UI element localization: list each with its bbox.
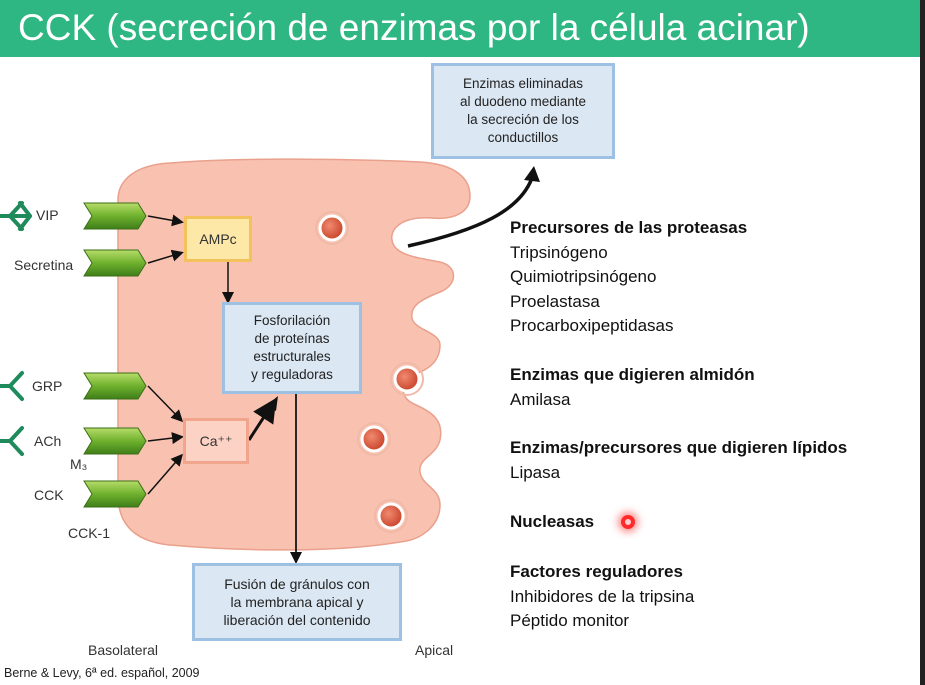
window-edge [920, 0, 925, 685]
list-item: Proelastasa [510, 291, 600, 311]
page-title: CCK (secreción de enzimas por la célula … [18, 7, 810, 48]
label-grp: GRP [32, 378, 63, 394]
title-bar: CCK (secreción de enzimas por la célula … [0, 0, 920, 57]
list-item: Procarboxipeptidasas [510, 316, 674, 335]
label-basolateral: Basolateral [88, 642, 159, 658]
label-m3: M₃ [70, 456, 88, 472]
zymogen-granule [360, 425, 388, 453]
group-lipidos: Enzimas/precursores que digieren lípidos… [510, 436, 847, 485]
arrow-ca-fosforilacion [247, 397, 277, 441]
arrow-vip-ampc [147, 214, 184, 227]
label-vip: VIP [36, 207, 59, 223]
citation: Berne & Levy, 6ª ed. español, 2009 [4, 666, 200, 680]
heading-almidon: Enzimas que digieren almidón [510, 365, 755, 384]
arrow-grp-ca [147, 385, 184, 423]
list-item: Lipasa [510, 462, 561, 482]
receptor-cck1 [83, 480, 147, 508]
zymogen-granule [377, 502, 405, 530]
box-ca: Ca⁺⁺ [183, 418, 249, 464]
heading-proteasas: Precursores de las proteasas [510, 218, 748, 237]
label-secretina: Secretina [14, 257, 74, 273]
group-reguladores: Factores reguladores Inhibidores de la t… [510, 560, 694, 634]
receptor-m3 [83, 427, 147, 455]
list-item: Péptido monitor [510, 611, 630, 630]
receptor-grp [83, 372, 147, 400]
zymogen-granule [393, 365, 421, 393]
receptor-secretina [83, 249, 147, 277]
receptor-vip [83, 202, 147, 230]
box-fosforilacion: Fosforilación de proteínas estructurales… [222, 302, 362, 394]
box-enzimas-eliminadas: Enzimas eliminadas al duodeno mediante l… [431, 63, 615, 159]
arrow-secretion [407, 177, 534, 248]
ligand-ach-chevron [0, 426, 24, 456]
ligand-grp-chevron [0, 371, 24, 401]
arrow-secretina-ampc [147, 249, 184, 264]
list-item: Inhibidores de la tripsina [510, 586, 695, 606]
list-item: Quimiotripsinógeno [510, 267, 657, 286]
group-nucleasas: Nucleasas [510, 510, 594, 535]
heading-reguladores: Factores reguladores [510, 562, 683, 581]
label-cck1: CCK-1 [68, 525, 111, 541]
heading-nucleasas: Nucleasas [510, 512, 595, 531]
group-almidon: Enzimas que digieren almidón Amilasa [510, 363, 755, 412]
list-item: Amilasa [510, 389, 571, 409]
box-ampc: AMPc [184, 216, 252, 262]
label-cck: CCK [34, 487, 64, 503]
ligand-vip-chevron [0, 201, 24, 231]
label-apical: Apical [415, 642, 454, 658]
heading-lipidos: Enzimas/precursores que digieren lípidos [510, 438, 848, 457]
zymogen-granule [318, 214, 346, 242]
label-ach: ACh [34, 433, 62, 449]
box-fusion: Fusión de gránulos con la membrana apica… [192, 563, 402, 641]
arrow-ach-ca [147, 432, 184, 445]
list-item: Tripsinógeno [510, 242, 608, 262]
arrow-cck-ca [147, 453, 183, 495]
group-proteasas: Precursores de las proteasas Tripsinógen… [510, 216, 747, 339]
laser-pointer-icon [621, 515, 635, 529]
